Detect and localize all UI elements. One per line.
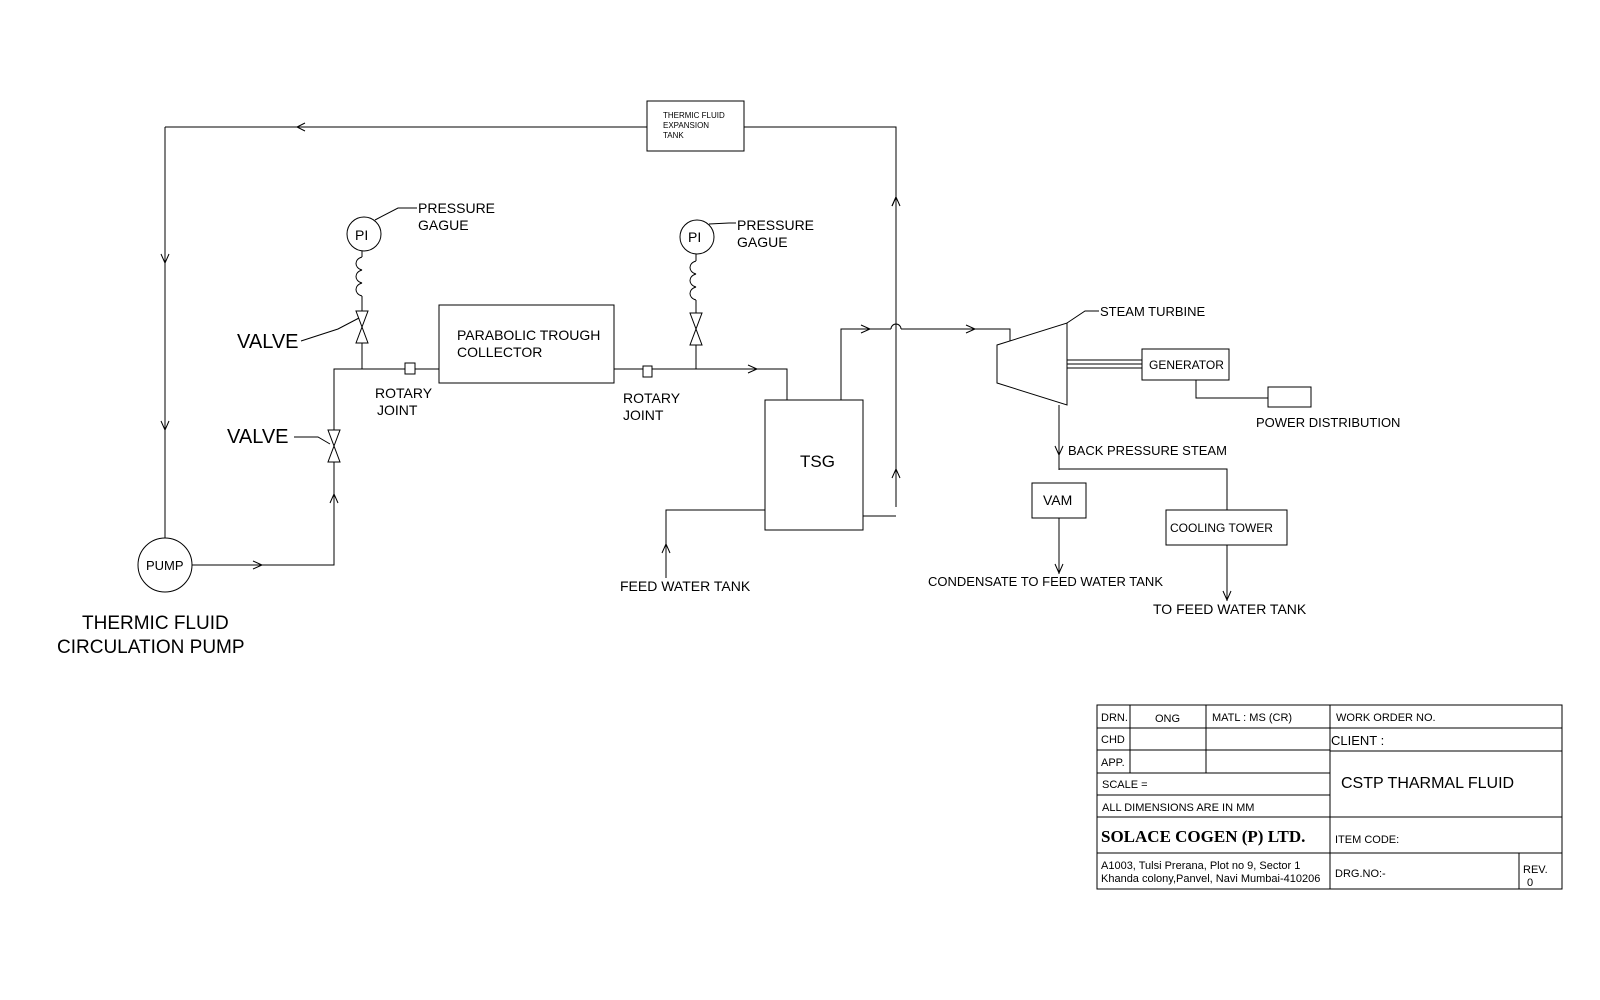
pressure-gauge-1-label-1: PRESSURE	[418, 200, 495, 216]
expansion-tank-label-2: EXPANSION	[663, 121, 709, 130]
valve-lower-label: VALVE	[227, 426, 289, 448]
rotary-joint-1-label-2: JOINT	[377, 402, 418, 418]
drg-no-label: DRG.NO:-	[1335, 868, 1386, 880]
pressure-gauge-2: PI PRESSURE GAGUE	[679, 217, 814, 369]
return-pipe-top	[160, 122, 901, 540]
turbine-shaft	[1067, 359, 1142, 369]
rev-value: 0	[1527, 877, 1533, 889]
pump-title-line-2: CIRCULATION PUMP	[57, 637, 245, 658]
generator-label: GENERATOR	[1149, 358, 1224, 372]
pump-discharge-pipe	[192, 368, 439, 570]
chd-label: CHD	[1101, 734, 1125, 746]
pi-1-label: PI	[355, 227, 368, 243]
rotary-joint-1-label-1: ROTARY	[375, 385, 433, 401]
tsg-label: TSG	[800, 452, 835, 471]
pump: PUMP	[137, 537, 193, 593]
company-name: SOLACE COGEN (P) LTD.	[1101, 827, 1305, 846]
pump-title-line-1: THERMIC FLUID	[82, 613, 229, 634]
to-feed-water-tank-label: TO FEED WATER TANK	[1153, 601, 1307, 617]
parabolic-trough-collector: PARABOLIC TROUGH COLLECTOR	[438, 304, 615, 384]
collector-label-1: PARABOLIC TROUGH	[457, 327, 600, 343]
address-line-1: A1003, Tulsi Prerana, Plot no 9, Sector …	[1101, 860, 1300, 872]
tsg: TSG	[764, 399, 864, 531]
generator: GENERATOR	[1141, 348, 1230, 381]
collector-label-2: COLLECTOR	[457, 344, 542, 360]
power-distribution: POWER DISTRIBUTION	[1195, 380, 1400, 430]
expansion-tank: THERMIC FLUID EXPANSION TANK	[646, 100, 745, 152]
client-label: CLIENT :	[1331, 733, 1384, 748]
pressure-gauge-2-label-2: GAGUE	[737, 234, 788, 250]
matl-label: MATL : MS (CR)	[1212, 712, 1292, 724]
feed-water-inlet: FEED WATER TANK	[620, 509, 765, 594]
vam-label: VAM	[1043, 492, 1072, 508]
expansion-tank-label-1: THERMIC FLUID	[663, 111, 725, 120]
valve-upper-label: VALVE	[237, 331, 299, 353]
cooling-tower-label: COOLING TOWER	[1170, 521, 1273, 535]
address-line-2: Khanda colony,Panvel, Navi Mumbai-410206	[1101, 873, 1320, 885]
item-code-label: ITEM CODE:	[1335, 834, 1399, 846]
drn-label: DRN.	[1101, 712, 1128, 724]
rotary-joint-2-label-1: ROTARY	[623, 390, 681, 406]
steam-turbine-label: STEAM TURBINE	[1100, 304, 1206, 319]
feed-water-tank-label: FEED WATER TANK	[620, 578, 751, 594]
drn-value: ONG	[1155, 713, 1180, 725]
cooling-tower: COOLING TOWER TO FEED WATER TANK	[1153, 509, 1307, 617]
scale-label: SCALE =	[1102, 779, 1148, 791]
power-distribution-label: POWER DISTRIBUTION	[1256, 415, 1400, 430]
steam-turbine: STEAM TURBINE	[996, 304, 1206, 406]
condensate-label: CONDENSATE TO FEED WATER TANK	[928, 574, 1163, 589]
collector-outlet-pipe	[614, 364, 788, 400]
valve-lower-leader	[294, 436, 331, 445]
work-order-label: WORK ORDER NO.	[1336, 712, 1436, 724]
pressure-gauge-2-label-1: PRESSURE	[737, 217, 814, 233]
steam-line	[840, 323, 1011, 400]
back-pressure-steam-label: BACK PRESSURE STEAM	[1068, 443, 1227, 458]
pi-2-label: PI	[688, 229, 701, 245]
rotary-joint-2-label-2: JOINT	[623, 407, 664, 423]
app-label: APP.	[1101, 757, 1125, 769]
valve-upper-leader	[300, 317, 360, 342]
dimensions-note: ALL DIMENSIONS ARE IN MM	[1102, 802, 1254, 814]
vam: VAM CONDENSATE TO FEED WATER TANK	[928, 482, 1163, 589]
pressure-gauge-1: PI PRESSURE GAGUE	[346, 200, 495, 369]
project-title: CSTP THARMAL FLUID	[1341, 775, 1514, 792]
rotary-joint-2: ROTARY JOINT	[623, 365, 681, 423]
expansion-tank-label-3: TANK	[663, 131, 684, 140]
valve-lower	[327, 429, 341, 463]
rev-label: REV.	[1523, 864, 1548, 876]
title-block: DRN. ONG MATL : MS (CR) WORK ORDER NO. C…	[1096, 704, 1563, 890]
rotary-joint-1: ROTARY JOINT	[375, 362, 433, 418]
pressure-gauge-1-label-2: GAGUE	[418, 217, 469, 233]
back-pressure-steam-line: BACK PRESSURE STEAM	[1054, 405, 1228, 510]
pump-label: PUMP	[146, 558, 184, 573]
